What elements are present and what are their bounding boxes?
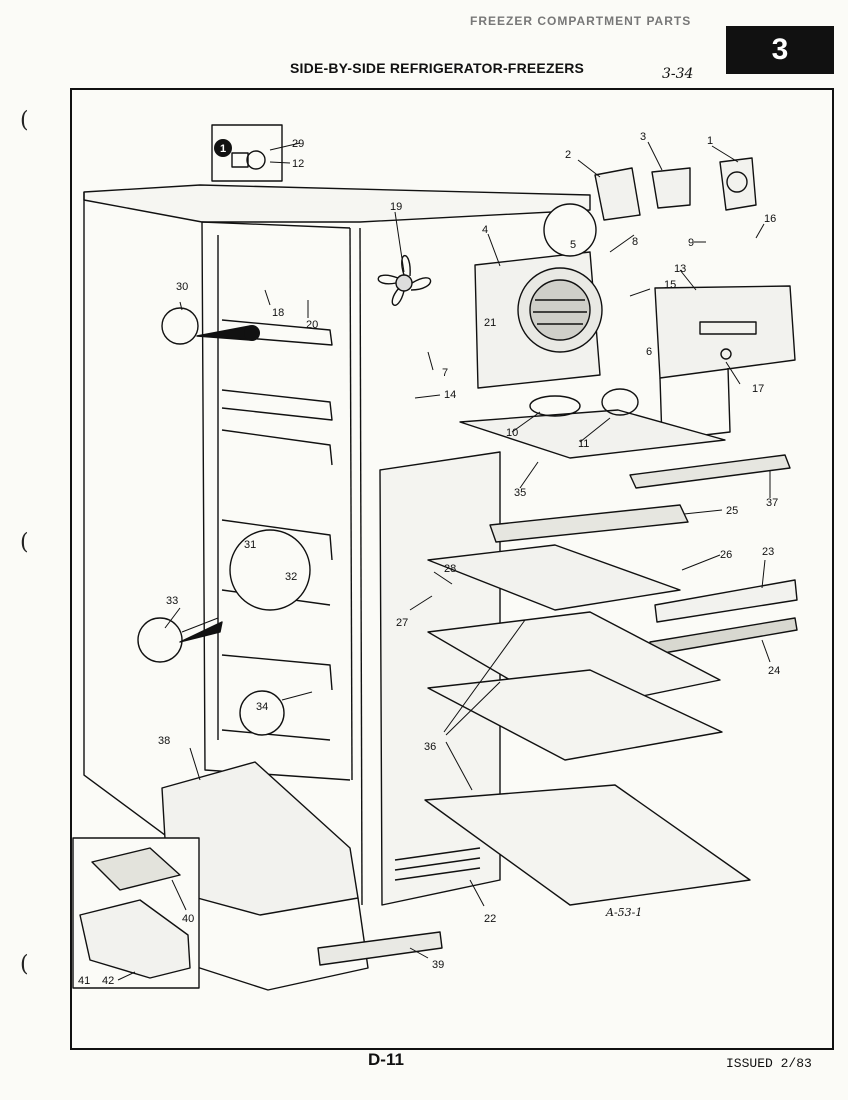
callout-40: 40 [182,913,194,925]
freezer-upper-shelf [459,388,726,459]
callout-14: 14 [444,389,456,401]
callout-30: 30 [176,281,188,293]
binder-hole-mark: ( [20,952,29,977]
callout-31: 31 [244,539,256,551]
callout-35: 35 [514,487,526,499]
diagram-frame [70,88,834,1050]
callout-36: 36 [424,741,436,753]
inset-marker-dot [244,325,260,341]
callout-17: 17 [752,383,764,395]
callout-28: 28 [444,563,456,575]
faint-section-title: FREEZER COMPARTMENT PARTS [470,14,692,28]
fan-blade [377,255,432,306]
callout-32: 32 [285,571,297,583]
control-panel [654,285,796,441]
callout-12: 12 [292,158,304,170]
callout-1: 1 [707,135,713,147]
callout-33: 33 [166,595,178,607]
callout-3: 3 [640,131,646,143]
callout-9: 9 [688,237,694,249]
binder-hole-mark: ( [20,530,29,555]
inset-marker-dot [214,139,232,157]
callout-5: 5 [570,239,576,251]
leader-lines [117,141,771,981]
callout-16: 16 [764,213,776,225]
handwritten-reference: 3-34 [662,66,694,82]
callout-11: 11 [578,438,589,450]
callout-38: 38 [158,735,170,747]
callout-34: 34 [256,701,268,713]
catalog-reference: A-53-1 [605,906,642,919]
mounting-brackets [594,157,757,221]
callout-42: 42 [102,975,114,987]
inset-pointer [179,621,223,643]
ice-tray-inset [72,837,200,989]
callout-26: 26 [720,549,732,561]
callout-19: 19 [390,201,402,213]
callout-13: 13 [674,263,686,275]
callout-29: 29 [292,138,304,150]
callout-20: 20 [306,319,318,331]
inset-pointer [196,325,251,341]
inset-marker-label: 1 [220,143,226,155]
callout-23: 23 [762,546,774,558]
callout-8: 8 [632,236,638,248]
callout-2: 2 [565,149,571,161]
callout-41: 41 [78,975,90,987]
crisper-front [317,931,443,966]
callout-15: 15 [664,279,676,291]
fan-housing [474,251,603,389]
callout-18: 18 [272,307,284,319]
detail-circles [137,203,597,736]
shelf-rails [489,454,798,656]
callout-4: 4 [482,224,488,236]
binder-hole-mark: ( [20,108,29,133]
refrigerator-shelves [424,544,751,906]
callout-7: 7 [442,367,448,379]
callout-37: 37 [766,497,778,509]
issued-date: ISSUED 2/83 [726,1056,812,1071]
callout-39: 39 [432,959,444,971]
cabinet-shell [83,184,591,906]
callout-22: 22 [484,913,496,925]
callout-27: 27 [396,617,408,629]
callout-labels: 1 2 3 4 5 6 7 8 9 10 11 12 13 14 15 16 1… [78,131,780,987]
callout-25: 25 [726,505,738,517]
callout-10: 10 [506,427,518,439]
callout-24: 24 [768,665,780,677]
section-number: 3 [771,33,789,66]
section-tab: 3 [726,26,834,74]
callout-21: 21 [484,317,496,329]
page-title: SIDE-BY-SIDE REFRIGERATOR-FREEZERS [290,60,585,76]
page-number: D-11 [368,1050,404,1069]
callout-6: 6 [646,346,652,358]
